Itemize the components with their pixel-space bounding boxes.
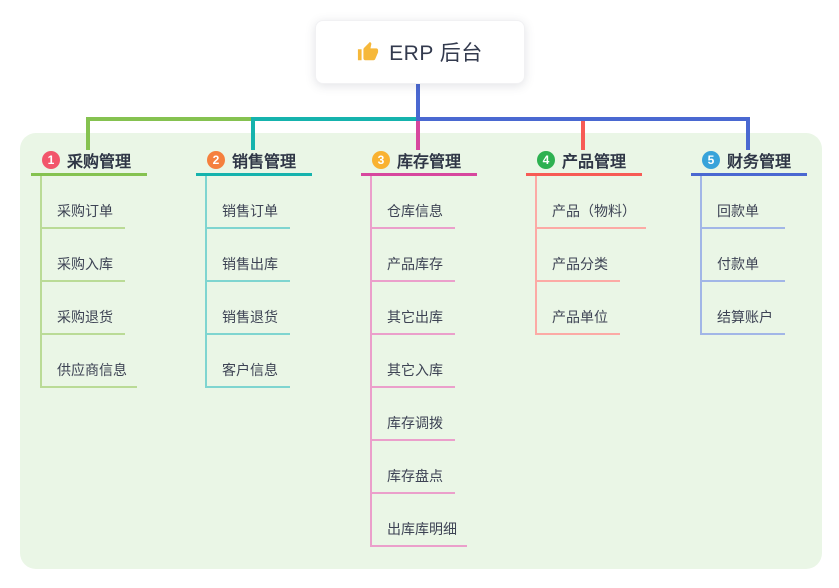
children-tree-line xyxy=(40,176,42,388)
child-node-label: 采购入库 xyxy=(57,256,113,272)
child-node-label: 回款单 xyxy=(717,203,759,219)
branch-node-财务管理[interactable]: 5 财务管理 xyxy=(691,146,807,176)
child-node-供应商信息[interactable]: 供应商信息 xyxy=(40,335,137,388)
branch-number-badge: 5 xyxy=(702,150,720,169)
child-node-label: 销售订单 xyxy=(222,203,278,219)
child-node-label: 客户信息 xyxy=(222,362,278,378)
child-node-label: 采购退货 xyxy=(57,309,113,325)
child-node-label: 供应商信息 xyxy=(57,362,127,378)
child-node-产品分类[interactable]: 产品分类 xyxy=(535,229,620,282)
child-node-label: 销售出库 xyxy=(222,256,278,272)
branch-children: 采购订单采购入库采购退货供应商信息 xyxy=(31,176,147,388)
child-node-label: 产品（物料） xyxy=(552,203,636,219)
child-node-label: 产品分类 xyxy=(552,256,608,272)
child-node-label: 采购订单 xyxy=(57,203,113,219)
branch-children: 产品（物料） 产品分类产品单位 xyxy=(526,176,646,335)
child-node-产品库存[interactable]: 产品库存 xyxy=(370,229,455,282)
child-node-付款单[interactable]: 付款单 xyxy=(700,229,785,282)
child-node-回款单[interactable]: 回款单 xyxy=(700,176,785,229)
branch-node-库存管理[interactable]: 3 库存管理 xyxy=(361,146,477,176)
child-node-客户信息[interactable]: 客户信息 xyxy=(205,335,290,388)
branch-产品管理: 4 产品管理产品（物料） 产品分类产品单位 xyxy=(526,146,646,335)
root-node-label: ERP 后台 xyxy=(389,42,483,65)
child-node-label: 付款单 xyxy=(717,256,759,272)
child-node-仓库信息[interactable]: 仓库信息 xyxy=(370,176,455,229)
thumbs-up-icon xyxy=(357,41,379,63)
branch-label: 产品管理 xyxy=(562,153,627,171)
branch-label: 采购管理 xyxy=(67,153,132,171)
branch-number-badge: 3 xyxy=(372,150,390,169)
branch-number-badge: 1 xyxy=(42,150,60,169)
child-node-其它入库[interactable]: 其它入库 xyxy=(370,335,455,388)
child-node-label: 产品单位 xyxy=(552,309,608,325)
child-node-产品（物料）[interactable]: 产品（物料） xyxy=(535,176,646,229)
child-node-采购入库[interactable]: 采购入库 xyxy=(40,229,125,282)
child-node-销售退货[interactable]: 销售退货 xyxy=(205,282,290,335)
child-node-产品单位[interactable]: 产品单位 xyxy=(535,282,620,335)
branch-财务管理: 5 财务管理回款单付款单结算账户 xyxy=(691,146,807,335)
child-node-库存调拨[interactable]: 库存调拨 xyxy=(370,388,455,441)
child-node-其它出库[interactable]: 其它出库 xyxy=(370,282,455,335)
children-tree-line xyxy=(700,176,702,335)
branch-node-采购管理[interactable]: 1 采购管理 xyxy=(31,146,147,176)
child-node-销售出库[interactable]: 销售出库 xyxy=(205,229,290,282)
children-tree-line xyxy=(205,176,207,388)
child-node-label: 其它入库 xyxy=(387,362,443,378)
branch-label: 库存管理 xyxy=(397,153,462,171)
child-node-库存盘点[interactable]: 库存盘点 xyxy=(370,441,455,494)
child-node-采购订单[interactable]: 采购订单 xyxy=(40,176,125,229)
branches-panel xyxy=(20,133,822,569)
branch-children: 回款单付款单结算账户 xyxy=(691,176,807,335)
branch-number-badge: 4 xyxy=(537,150,555,169)
child-node-label: 结算账户 xyxy=(717,309,773,325)
branch-销售管理: 2 销售管理销售订单销售出库销售退货客户信息 xyxy=(196,146,312,388)
branch-children: 销售订单销售出库销售退货客户信息 xyxy=(196,176,312,388)
branch-children: 仓库信息产品库存其它出库其它入库库存调拨库存盘点出库库明细 xyxy=(361,176,477,547)
child-node-采购退货[interactable]: 采购退货 xyxy=(40,282,125,335)
child-node-label: 库存调拨 xyxy=(387,415,443,431)
child-node-label: 销售退货 xyxy=(222,309,278,325)
child-node-label: 出库库明细 xyxy=(387,521,457,537)
branch-label: 财务管理 xyxy=(727,153,792,171)
branch-node-销售管理[interactable]: 2 销售管理 xyxy=(196,146,312,176)
root-node-erp[interactable]: ERP 后台 xyxy=(315,20,525,84)
child-node-出库库明细[interactable]: 出库库明细 xyxy=(370,494,467,547)
children-tree-line xyxy=(535,176,537,335)
branch-库存管理: 3 库存管理仓库信息产品库存其它出库其它入库库存调拨库存盘点出库库明细 xyxy=(361,146,477,547)
branch-label: 销售管理 xyxy=(232,153,297,171)
child-node-结算账户[interactable]: 结算账户 xyxy=(700,282,785,335)
child-node-label: 仓库信息 xyxy=(387,203,443,219)
child-node-label: 库存盘点 xyxy=(387,468,443,484)
child-node-label: 产品库存 xyxy=(387,256,443,272)
child-node-销售订单[interactable]: 销售订单 xyxy=(205,176,290,229)
child-node-label: 其它出库 xyxy=(387,309,443,325)
children-tree-line xyxy=(370,176,372,547)
branch-采购管理: 1 采购管理采购订单采购入库采购退货供应商信息 xyxy=(31,146,147,388)
branch-number-badge: 2 xyxy=(207,150,225,169)
branch-node-产品管理[interactable]: 4 产品管理 xyxy=(526,146,642,176)
